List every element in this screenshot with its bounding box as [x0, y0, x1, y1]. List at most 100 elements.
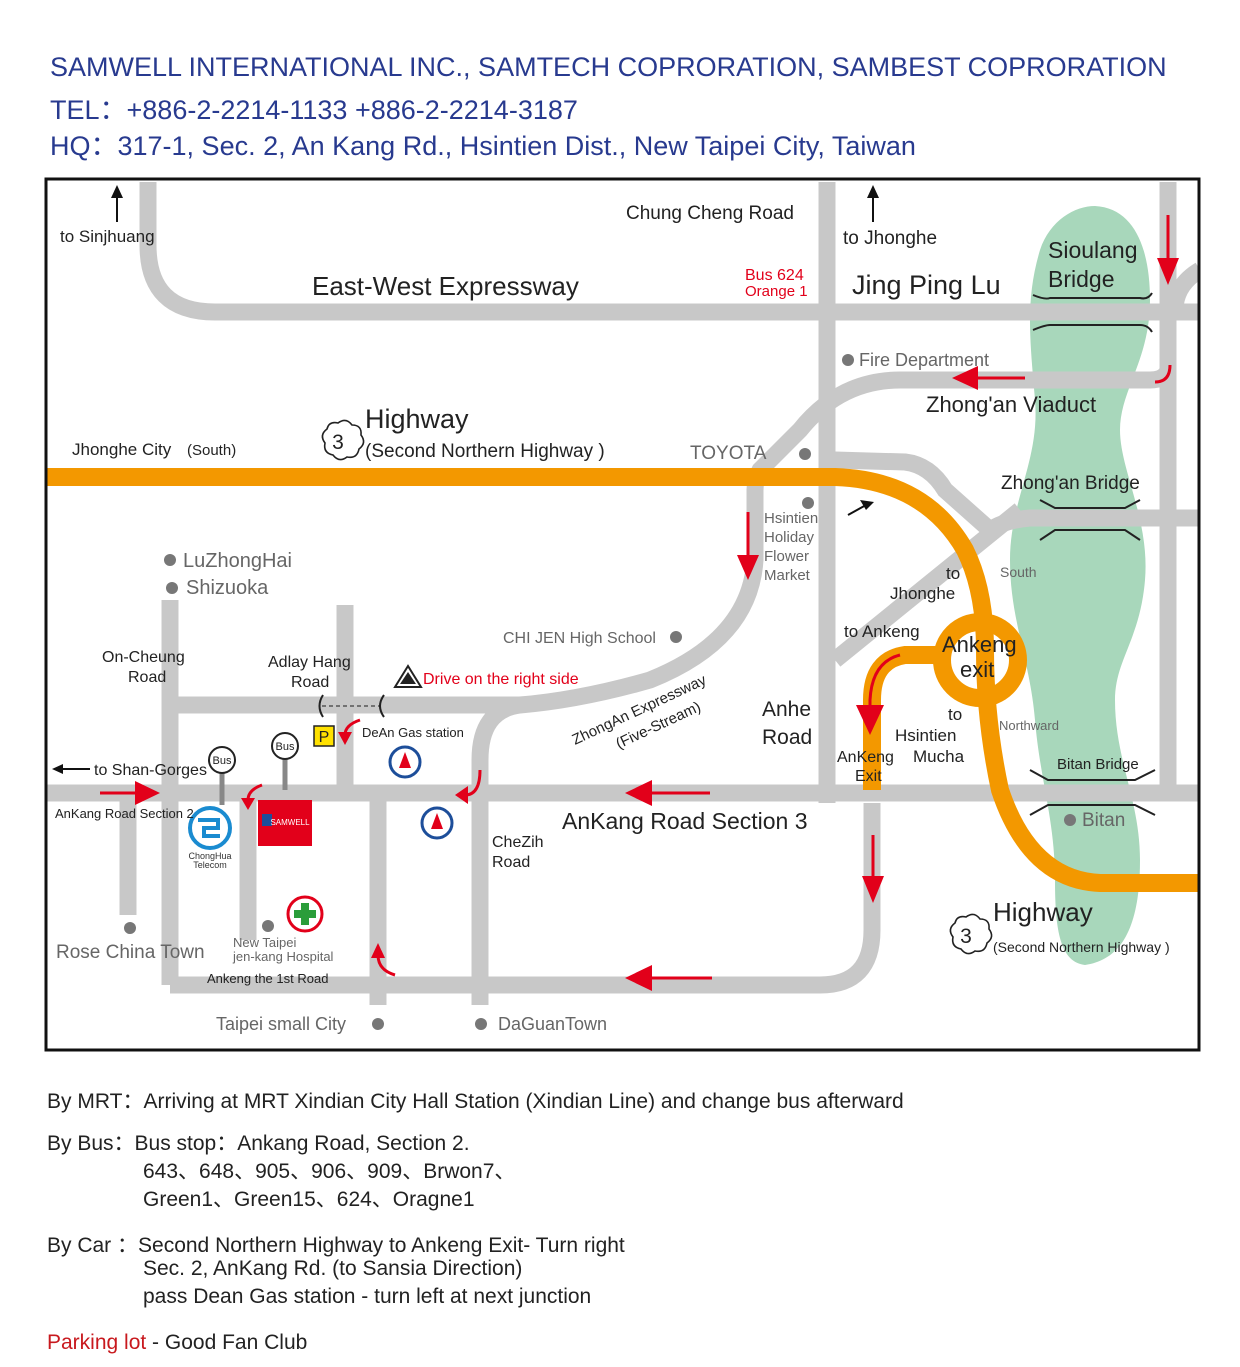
car-directions-2: Sec. 2, AnKang Rd. (to Sansia Direction): [143, 1257, 523, 1280]
label-to-sinjhuang: to Sinjhuang: [60, 227, 155, 246]
bridge-markers: [1029, 292, 1156, 816]
company-names: SAMWELL INTERNATIONAL INC., SAMTECH COPR…: [50, 52, 1167, 82]
hospital-logo: [286, 895, 324, 933]
label-on-cheung-1: On-Cheung: [102, 649, 185, 666]
label-jhonghe-2: Jhonghe: [890, 584, 955, 603]
arrow-down-exit: [856, 653, 901, 735]
label-to-ankeng: to Ankeng: [844, 622, 920, 641]
label-second-northern-2: (Second Northern Highway ): [993, 939, 1170, 955]
label-chezih-2: Road: [492, 854, 530, 871]
label-to-hsintien-2: Hsintien: [895, 726, 956, 745]
highway-shield-icon: 3: [321, 419, 365, 461]
label-ankeng-exit-small-2: Exit: [855, 768, 882, 785]
label-hsintien-3: Flower: [764, 548, 809, 565]
label-bitan-bridge: Bitan Bridge: [1057, 756, 1139, 773]
label-chi-jen: CHI JEN High School: [503, 630, 656, 647]
label-ankeng-exit-small-1: AnKeng: [837, 749, 894, 766]
svg-text:Bus: Bus: [213, 755, 232, 767]
direction-arrows: [100, 215, 1179, 991]
label-ankeng-exit-2: exit: [960, 657, 994, 682]
label-anhe-1: Anhe: [762, 698, 811, 721]
label-sioulang: Sioulang: [1048, 237, 1138, 263]
mrt-directions: By MRT：Arriving at MRT Xindian City Hall…: [47, 1090, 904, 1113]
label-chung-cheng-road: Chung Cheng Road: [626, 203, 794, 224]
label-bridge: Bridge: [1048, 266, 1114, 292]
label-anhe-2: Road: [762, 726, 812, 749]
bus-stop-icon-2: Bus: [271, 732, 299, 790]
svg-text:ChongHua: ChongHua: [188, 851, 231, 861]
label-ankeng-1st-road: Ankeng the 1st Road: [207, 971, 328, 986]
label-adlay-2: Road: [291, 674, 329, 691]
label-second-northern: (Second Northern Highway ): [365, 441, 605, 462]
label-shizuoka: Shizuoka: [186, 577, 269, 599]
label-chezih-1: CheZih: [492, 834, 544, 851]
label-ankeng-exit-1: Ankeng: [942, 632, 1017, 657]
bus-stop-icon: Bus: [208, 746, 236, 805]
label-drive-right: Drive on the right side: [423, 671, 579, 688]
bus-routes-1: 643、648、905、906、909、Brwon7、: [143, 1160, 516, 1183]
label-luzhonghai: LuZhongHai: [183, 550, 292, 572]
telephone: TEL：+886-2-2214-1133 +886-2-2214-3187: [50, 95, 578, 125]
label-to-hsintien-3: Mucha: [913, 747, 965, 766]
arrow-down-below: [862, 835, 884, 903]
label-on-cheung-2: Road: [128, 669, 166, 686]
highway-shield-icon-2: 3: [949, 913, 993, 955]
label-highway-2: Highway: [993, 897, 1093, 927]
black-arrows: [52, 185, 879, 774]
svg-text:P: P: [319, 729, 330, 746]
svg-text:3: 3: [332, 431, 344, 454]
label-zhongan-viaduct: Zhong'an Viaduct: [926, 392, 1096, 417]
map-frame: [44, 177, 1201, 1052]
gas-station-icon-2: [420, 806, 454, 840]
label-new-taipei-1: New Taipei: [233, 935, 296, 950]
label-bitan: Bitan: [1082, 810, 1125, 831]
car-directions-3: pass Dean Gas station - turn left at nex…: [143, 1285, 592, 1308]
label-to-hsintien-1: to: [948, 705, 962, 724]
svg-text:3: 3: [960, 925, 972, 948]
arrow-turn-chezih: [455, 769, 482, 804]
label-zhongan-bridge: Zhong'an Bridge: [1001, 473, 1140, 494]
gate-right: [379, 694, 385, 718]
parking-icon: P: [313, 725, 335, 747]
label-adlay-1: Adlay Hang: [268, 654, 351, 671]
svg-text:SAMWELL: SAMWELL: [270, 818, 310, 827]
parking-rest: - Good Fan Club: [146, 1331, 308, 1354]
label-ankang-section-3: AnKang Road Section 3: [562, 808, 808, 834]
chunghwa-telecom-logo: ChongHua Telecom: [188, 806, 232, 870]
arrow-turn-adlay: [338, 718, 361, 745]
label-orange-1: Orange 1: [745, 283, 808, 300]
poi-dots: [124, 354, 1076, 1030]
svg-text:Telecom: Telecom: [193, 860, 227, 870]
label-bus-624: Bus 624: [745, 267, 804, 284]
label-south: South: [1000, 564, 1037, 580]
arrow-left-viaduct: [952, 366, 1025, 390]
arrow-down-1: [1157, 215, 1179, 285]
arrow-down-flower: [737, 512, 759, 580]
label-highway: Highway: [365, 404, 469, 434]
hq-address: HQ：317-1, Sec. 2, An Kang Rd., Hsintien …: [50, 131, 916, 161]
samwell-logo: SAMWELL: [258, 800, 312, 846]
label-fire-department: Fire Department: [859, 350, 989, 370]
label-daguantown: DaGuanTown: [498, 1014, 607, 1034]
river: [1010, 206, 1150, 965]
arrow-turn-bus: [241, 783, 263, 810]
label-toyota: TOYOTA: [690, 443, 767, 464]
label-east-west-expressway: East-West Expressway: [312, 271, 579, 301]
label-to-shan-gorges: to Shan-Gorges: [94, 762, 207, 779]
label-hsintien-4: Market: [764, 567, 811, 584]
label-new-taipei-2: jen-kang Hospital: [232, 949, 334, 964]
label-hsintien-1: Hsintien: [764, 510, 818, 527]
label-south-paren: (South): [187, 442, 236, 459]
arrow-right-section2: [100, 781, 160, 805]
gate-left: [318, 694, 324, 718]
arrow-left-bottom: [625, 965, 712, 991]
label-jing-ping-lu: Jing Ping Lu: [852, 270, 1001, 300]
label-taipei-small-city: Taipei small City: [216, 1014, 346, 1034]
label-northward: Northward: [999, 718, 1059, 733]
arrow-turn-bottom: [371, 943, 396, 977]
label-hsintien-2: Holiday: [764, 529, 815, 546]
label-to-jhonghe: to Jhonghe: [843, 228, 937, 249]
car-directions: By Car ：Second Northern Highway to Anken…: [47, 1234, 625, 1257]
svg-text:Bus: Bus: [276, 741, 295, 753]
